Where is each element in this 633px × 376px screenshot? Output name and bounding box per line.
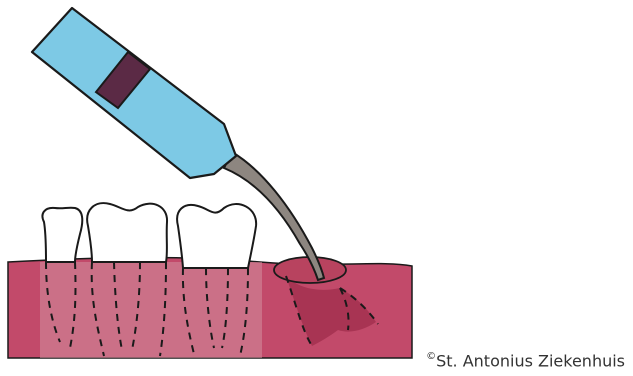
- scaler-handle: [32, 8, 236, 178]
- copyright-notice: ©St. Antonius Ziekenhuis: [426, 353, 625, 369]
- copyright-text: St. Antonius Ziekenhuis: [436, 351, 625, 370]
- copyright-symbol: ©: [426, 351, 436, 362]
- root-zone: [40, 262, 262, 358]
